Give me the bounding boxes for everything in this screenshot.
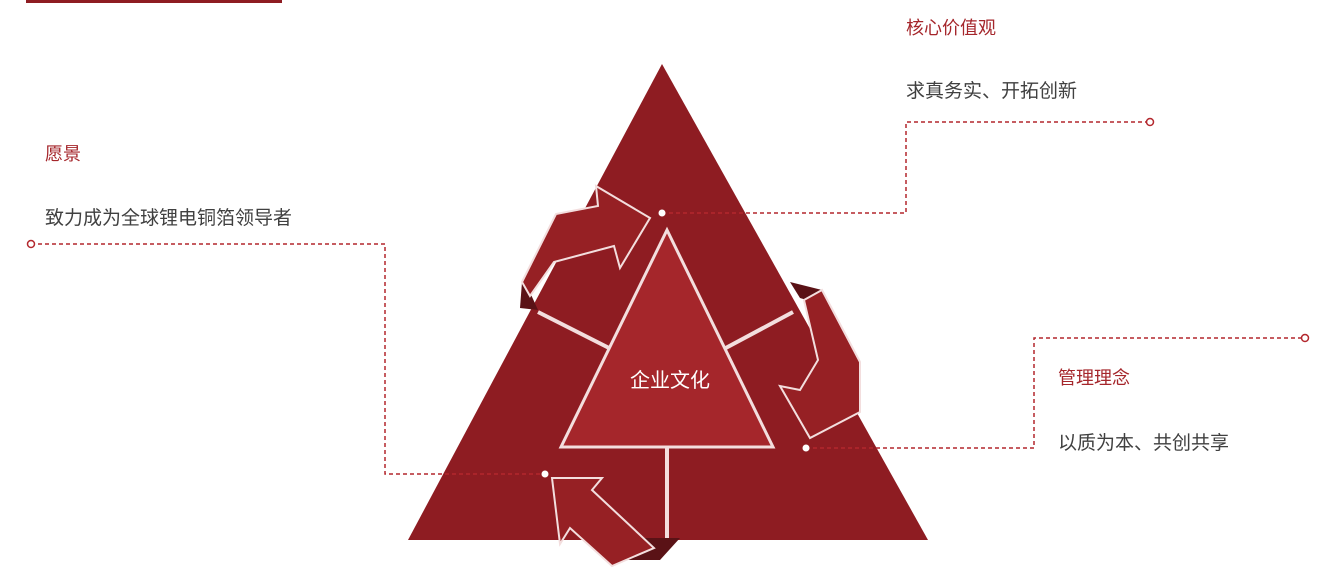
header-accent-rule: [26, 0, 282, 3]
divider-left: [537, 310, 614, 352]
connector-management-end-open: [1300, 333, 1310, 343]
vision-text: 致力成为全球锂电铜箔领导者: [45, 207, 293, 229]
connector-vision-end-dot: [541, 470, 549, 478]
center-label: 企业文化: [630, 368, 710, 392]
connector-core-values: [662, 121, 1150, 214]
vision-title: 愿景: [45, 144, 81, 165]
connector-management: [806, 337, 1305, 449]
management-text: 以质为本、共创共享: [1058, 432, 1230, 454]
divider-right: [721, 310, 794, 352]
cycle-arrow-bottom: [550, 477, 680, 568]
cycle-arrow-right: [778, 282, 861, 440]
core-values-title: 核心价值观: [906, 18, 996, 39]
cycle-arrow-top: [520, 184, 652, 310]
inner-triangle: [558, 226, 776, 449]
core-values-text: 求真务实、开拓创新: [906, 80, 1078, 102]
management-title: 管理理念: [1058, 368, 1130, 389]
connector-vision: [31, 243, 545, 475]
connector-management-end-dot: [802, 444, 810, 452]
connector-core-values-end-dot: [658, 209, 666, 217]
connector-core-values-end-open: [1145, 117, 1155, 127]
connector-vision-end-open: [26, 239, 36, 249]
